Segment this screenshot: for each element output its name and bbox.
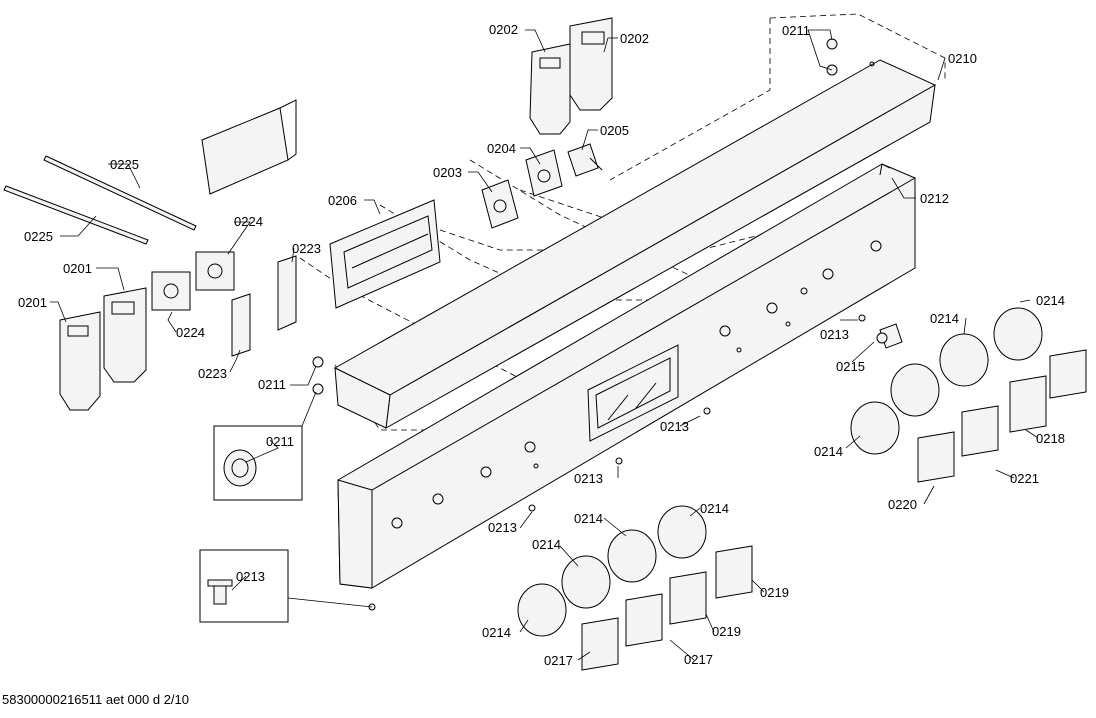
callout-0217: 0217 xyxy=(544,653,573,668)
callout-0213: 0213 xyxy=(488,520,517,535)
nuts xyxy=(312,38,838,395)
callout-0214: 0214 xyxy=(700,501,729,516)
callout-0219: 0219 xyxy=(712,624,741,639)
callout-0212: 0212 xyxy=(920,191,949,206)
callout-0219: 0219 xyxy=(760,585,789,600)
document-code: 58300000216511 aet 000 d 2/10 xyxy=(2,692,189,707)
inset-0213 xyxy=(199,549,373,623)
callout-0206: 0206 xyxy=(328,193,357,208)
callout-0223: 0223 xyxy=(292,241,321,256)
callout-0214: 0214 xyxy=(814,444,843,459)
callout-0213: 0213 xyxy=(820,327,849,342)
callout-0220: 0220 xyxy=(888,497,917,512)
clip-0215 xyxy=(876,323,903,349)
callout-0221: 0221 xyxy=(1010,471,1039,486)
callout-0205: 0205 xyxy=(600,123,629,138)
knobs-bottom xyxy=(517,505,753,671)
callout-0211: 0211 xyxy=(782,23,810,38)
inset-0211 xyxy=(213,391,317,501)
knobs-right xyxy=(850,307,1087,483)
callout-0213: 0213 xyxy=(236,569,265,584)
callout-0202: 0202 xyxy=(620,31,649,46)
callout-0215: 0215 xyxy=(836,359,865,374)
rods-0225 xyxy=(3,155,197,245)
callout-0214: 0214 xyxy=(1036,293,1065,308)
leader-lines xyxy=(50,29,1039,661)
callout-0225: 0225 xyxy=(24,229,53,244)
front-panel xyxy=(337,163,916,589)
callout-labels: 0202 0202 0211 0210 0205 0204 0203 0206 … xyxy=(18,22,1065,668)
callout-0214: 0214 xyxy=(482,625,511,640)
callout-0210: 0210 xyxy=(948,51,977,66)
switch-modules-0201 xyxy=(59,287,147,411)
callout-0211: 0211 xyxy=(258,377,286,392)
callout-0201: 0201 xyxy=(63,261,92,276)
callout-0201: 0201 xyxy=(18,295,47,310)
callout-0224: 0224 xyxy=(176,325,205,340)
control-panel-bar xyxy=(333,59,937,429)
callout-0202: 0202 xyxy=(489,22,518,37)
callout-0211: 0211 xyxy=(266,434,294,449)
callout-0214: 0214 xyxy=(930,311,959,326)
brackets-0223 xyxy=(231,255,297,357)
callout-0203: 0203 xyxy=(433,165,462,180)
callout-0214: 0214 xyxy=(574,511,603,526)
callout-0225: 0225 xyxy=(110,157,139,172)
callout-0224: 0224 xyxy=(234,214,263,229)
switch-modules-0202 xyxy=(529,17,613,135)
callout-0214: 0214 xyxy=(532,537,561,552)
energy-regulators-0224 xyxy=(151,251,235,311)
callout-0213: 0213 xyxy=(660,419,689,434)
rotary-switches xyxy=(481,143,603,229)
insulation-pad xyxy=(201,99,297,195)
callout-0223: 0223 xyxy=(198,366,227,381)
callout-0213: 0213 xyxy=(574,471,603,486)
callout-0204: 0204 xyxy=(487,141,516,156)
callout-0218: 0218 xyxy=(1036,431,1065,446)
display-board-0206 xyxy=(329,199,441,309)
callout-0217: 0217 xyxy=(684,652,713,667)
